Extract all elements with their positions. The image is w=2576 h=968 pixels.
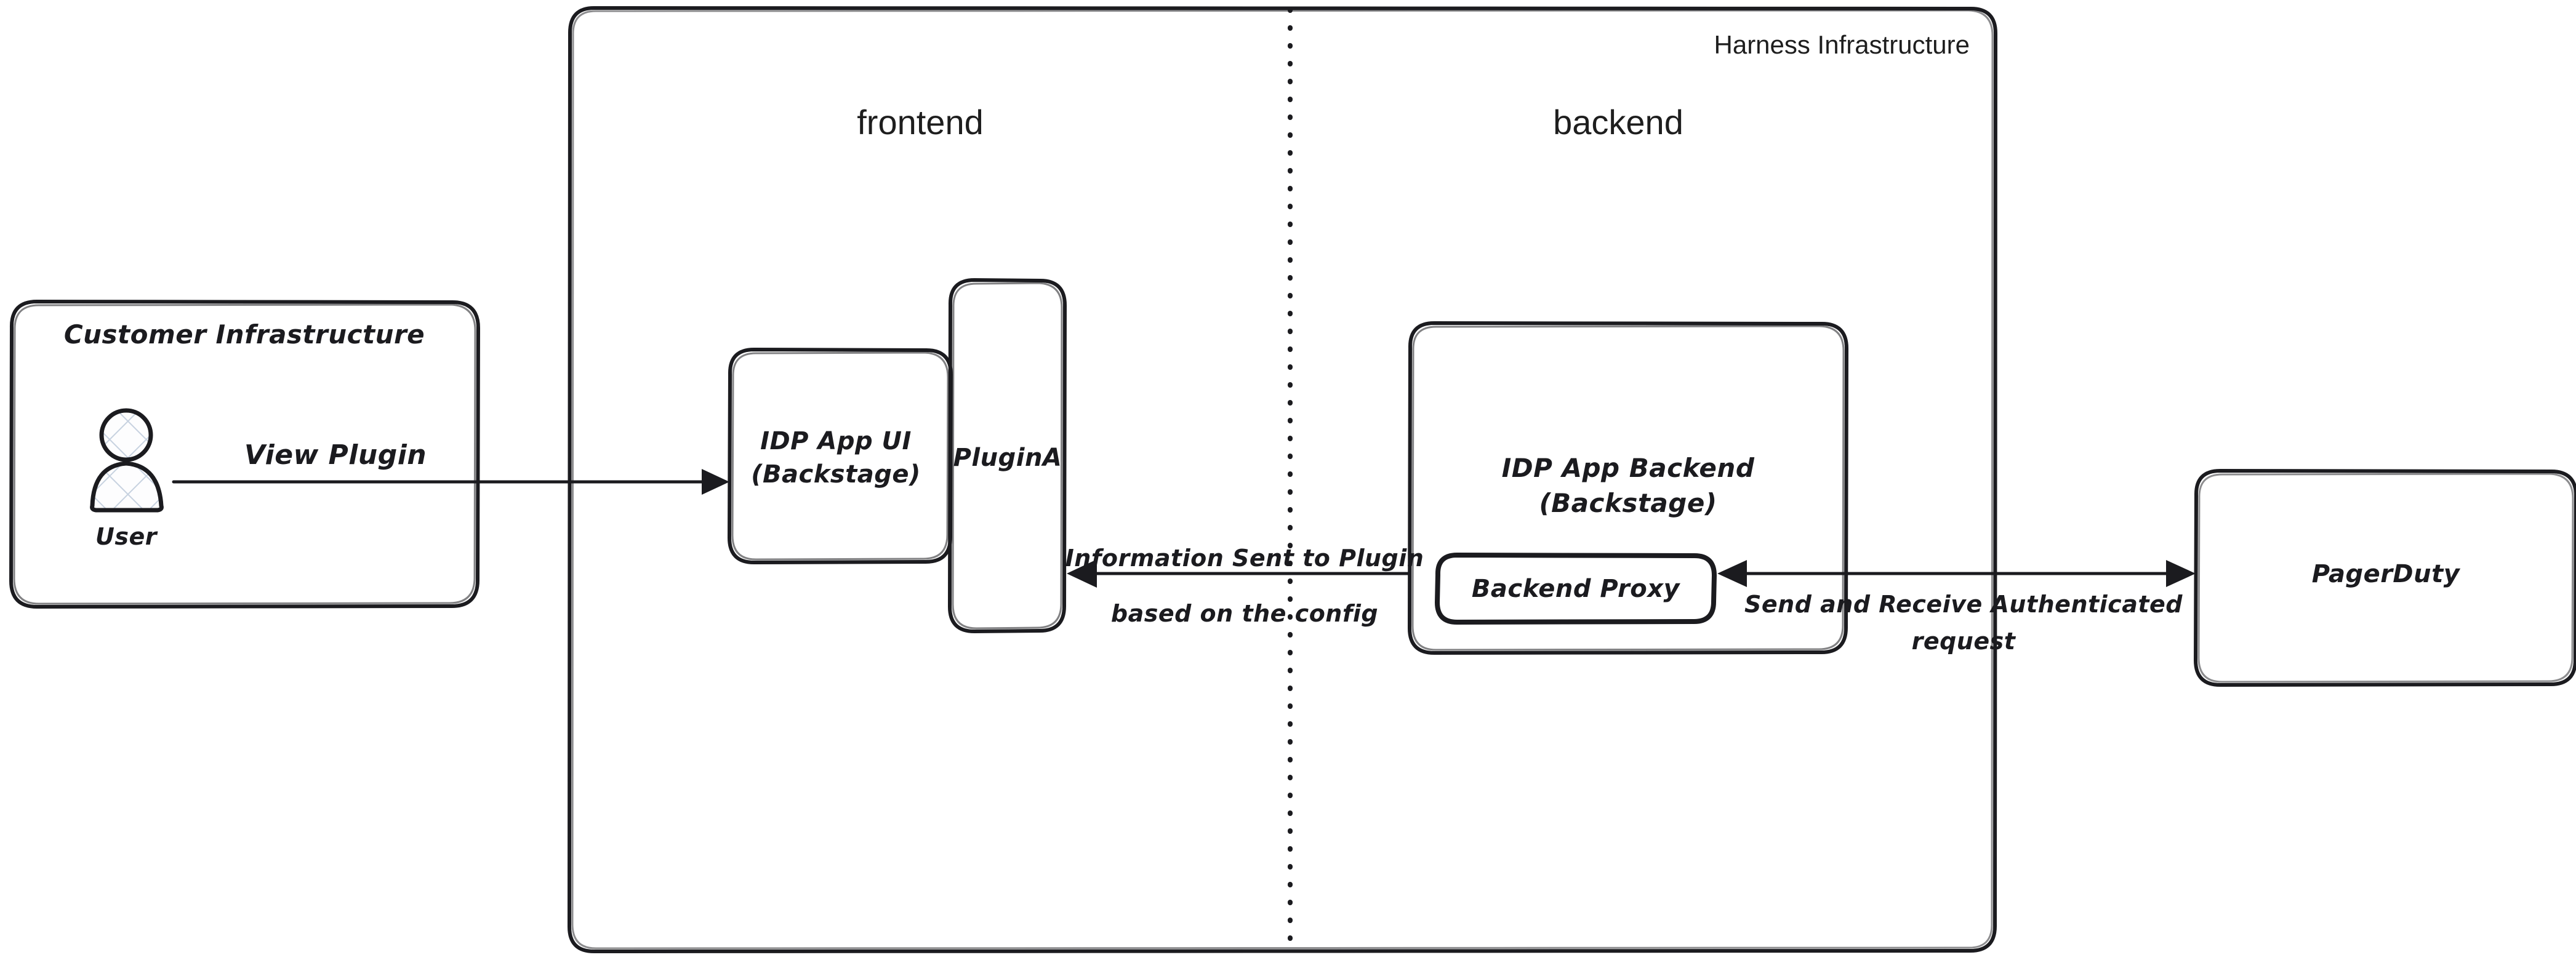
harness-infrastructure-container[interactable]: Harness Infrastructure frontend backend (568, 6, 1997, 953)
pagerduty-label: PagerDuty (2312, 560, 2461, 588)
person-actor-icon (90, 408, 164, 513)
arrowhead-right-icon (702, 469, 729, 495)
view-plugin-label: View Plugin (244, 439, 427, 471)
backend-proxy-node[interactable]: Backend Proxy (1435, 553, 1717, 625)
connection-information-sent-to-plugin[interactable]: Information Sent to Plugin based on the … (1065, 545, 1424, 627)
connection-view-plugin[interactable]: View Plugin (172, 439, 729, 495)
customer-infrastructure-container[interactable]: Customer Infrastructure User (9, 300, 480, 609)
user-actor-label: User (95, 523, 158, 550)
idp-app-backend-node[interactable]: IDP App Backend (Backstage) Backend Prox… (1408, 321, 1848, 655)
plugin-a-label: PluginA (953, 444, 1062, 472)
information-sent-label-line1: Information Sent to Plugin (1065, 545, 1424, 572)
arrowhead-left-icon (1717, 560, 1747, 587)
idp-app-ui-label-line1: IDP App UI (760, 427, 912, 455)
connection-send-receive-authenticated-request[interactable]: Send and Receive Authenticated request (1717, 560, 2196, 655)
harness-infrastructure-label: Harness Infrastructure (1714, 30, 1970, 59)
idp-app-backend-label-line2: (Backstage) (1539, 488, 1717, 518)
send-receive-label-line1: Send and Receive Authenticated (1744, 591, 2183, 618)
plugin-a-node[interactable]: PluginA (948, 278, 1067, 633)
customer-infrastructure-label: Customer Infrastructure (64, 319, 425, 350)
backend-zone-label: backend (1553, 103, 1683, 142)
idp-app-backend-label-line1: IDP App Backend (1502, 453, 1755, 483)
arrowhead-right-icon (2166, 560, 2196, 587)
information-sent-label-line2: based on the config (1111, 600, 1378, 627)
backend-proxy-label: Backend Proxy (1472, 575, 1681, 603)
pagerduty-node[interactable]: PagerDuty (2194, 469, 2576, 687)
idp-app-ui-label-line2: (Backstage) (751, 460, 921, 489)
arrowhead-left-icon (1067, 559, 1097, 588)
frontend-zone-label: frontend (857, 103, 984, 142)
send-receive-label-line2: request (1912, 628, 2016, 655)
idp-app-ui-node[interactable]: IDP App UI (Backstage) (728, 348, 953, 564)
